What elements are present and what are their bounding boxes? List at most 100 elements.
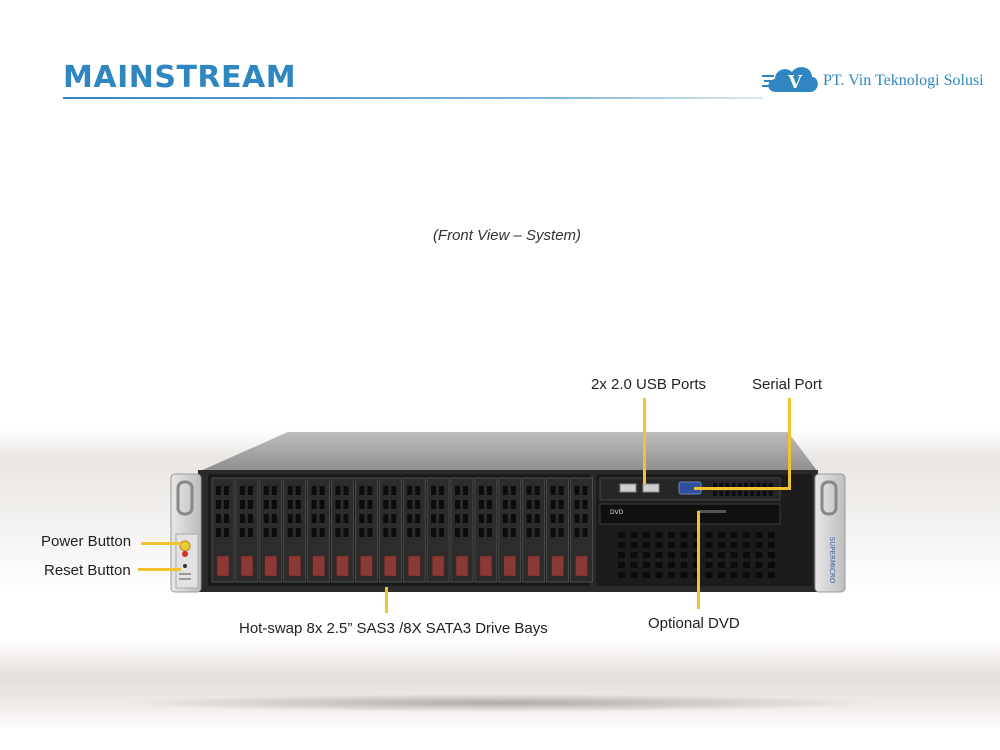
drive-vent xyxy=(558,528,564,537)
drive-latch xyxy=(503,555,517,577)
callout-usb-ports: 2x 2.0 USB Ports xyxy=(591,376,707,393)
drive-vent xyxy=(463,500,468,509)
left-handle xyxy=(176,480,194,516)
drive-vent xyxy=(216,500,221,509)
module-vent xyxy=(643,542,650,548)
drive-vent xyxy=(478,486,484,495)
module-vent xyxy=(755,542,763,548)
drive-vent xyxy=(407,500,413,509)
drive-vent xyxy=(550,486,556,495)
drive-vent xyxy=(431,514,437,523)
module-vent xyxy=(743,562,750,568)
drive-vent xyxy=(343,528,349,537)
io-vent xyxy=(725,483,730,488)
drive-vent xyxy=(224,528,229,537)
module-vent xyxy=(680,562,688,568)
drive-vent xyxy=(319,514,325,523)
drive-vent xyxy=(502,514,508,523)
drive-vent xyxy=(407,514,413,523)
drive-vent xyxy=(439,486,445,495)
module-vent xyxy=(730,562,738,568)
drive-vent xyxy=(311,486,317,495)
drive-vent xyxy=(534,528,540,537)
drive-vent xyxy=(391,514,397,523)
drive-latch xyxy=(288,555,301,577)
drive-vent xyxy=(335,486,341,495)
module-vent xyxy=(768,532,775,538)
module-vent xyxy=(755,532,763,538)
module-vent xyxy=(630,532,638,538)
drive-latch xyxy=(407,555,421,577)
drive-vent xyxy=(486,528,492,537)
drive-vent xyxy=(415,500,421,509)
drive-vent xyxy=(343,514,349,523)
drive-vent xyxy=(510,528,516,537)
drive-latch xyxy=(431,555,445,577)
module-vent xyxy=(693,562,700,568)
drive-vent xyxy=(247,486,253,495)
leader-power xyxy=(141,542,181,545)
drive-vent xyxy=(431,528,437,537)
drive-vent xyxy=(239,486,245,495)
drive-latch xyxy=(216,555,230,577)
module-vent xyxy=(768,572,775,578)
module-vent xyxy=(743,572,750,578)
module-vent xyxy=(693,532,700,538)
io-vent xyxy=(744,491,748,496)
io-vent xyxy=(731,483,736,488)
io-vent xyxy=(756,491,761,496)
leader-serial-vertical xyxy=(788,398,791,490)
drive-vent xyxy=(439,514,445,523)
drive-vent xyxy=(263,528,269,537)
module-vent xyxy=(693,552,700,558)
power-button-icon xyxy=(179,540,191,552)
module-vent xyxy=(655,562,663,568)
drive-latch xyxy=(264,555,278,577)
drive-vent xyxy=(335,528,341,537)
io-vent xyxy=(725,491,730,496)
drive-vent xyxy=(239,528,245,537)
drive-vent xyxy=(486,514,492,523)
drive-vent xyxy=(463,486,468,495)
drive-latch xyxy=(479,555,493,577)
callout-optional-dvd: Optional DVD xyxy=(648,615,740,632)
drive-vent xyxy=(455,486,460,495)
drive-vent xyxy=(224,514,229,523)
drive-vent xyxy=(216,486,221,495)
drive-vent xyxy=(582,500,588,509)
module-vent xyxy=(655,572,663,578)
drive-vent xyxy=(335,514,341,523)
module-vent xyxy=(655,532,663,538)
drive-vent xyxy=(558,500,564,509)
drive-vent xyxy=(224,486,229,495)
drive-vent xyxy=(216,514,221,523)
drive-vent xyxy=(415,486,421,495)
module-vent xyxy=(718,572,725,578)
drive-vent xyxy=(407,486,413,495)
drive-vent xyxy=(295,514,301,523)
drive-latch xyxy=(336,555,349,577)
module-vent xyxy=(730,552,738,558)
drive-vent xyxy=(367,528,373,537)
drive-vent xyxy=(534,514,540,523)
module-vent xyxy=(655,552,663,558)
module-vent xyxy=(755,562,763,568)
module-vent xyxy=(618,552,625,558)
company-name: PT. Vin Teknologi Solusi xyxy=(823,72,984,89)
dvd-label: DVD xyxy=(610,509,624,516)
drive-vent xyxy=(574,514,580,523)
module-vent xyxy=(668,542,675,548)
callout-serial-port: Serial Port xyxy=(752,376,823,393)
drive-vent xyxy=(383,500,389,509)
module-vent xyxy=(730,532,738,538)
module-vent xyxy=(730,572,738,578)
drive-vent xyxy=(359,528,365,537)
drive-vent xyxy=(271,528,277,537)
drive-vent xyxy=(359,514,365,523)
io-vent xyxy=(750,491,755,496)
chassis-top xyxy=(198,432,818,472)
drive-vent xyxy=(287,500,293,509)
io-vent xyxy=(744,483,748,488)
drive-vent xyxy=(415,514,421,523)
module-vent xyxy=(680,542,688,548)
